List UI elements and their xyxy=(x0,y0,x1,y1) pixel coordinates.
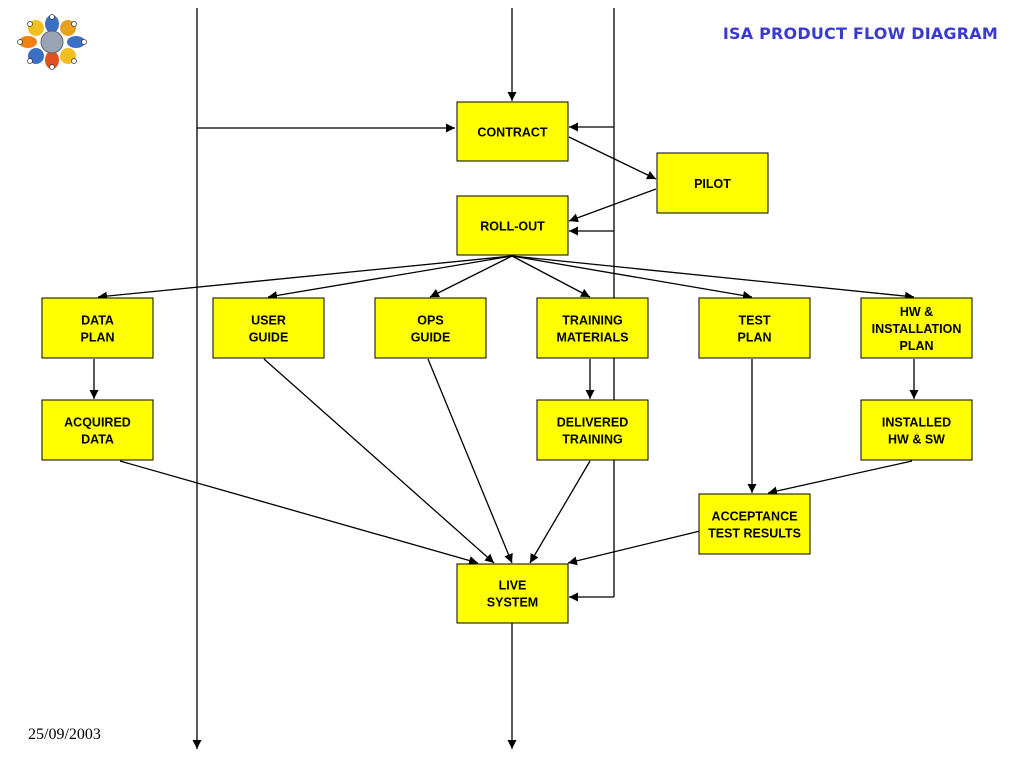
pilot-box: PILOT xyxy=(656,152,769,214)
box-label: MATERIALS xyxy=(557,331,629,345)
hw-installation-plan-box: HW & INSTALLATION PLAN xyxy=(860,297,973,359)
box-label: OPS xyxy=(417,314,443,328)
pilot-to-rollout-arrow xyxy=(568,188,657,223)
box-label: GUIDE xyxy=(249,331,289,345)
box-label: DATA xyxy=(81,433,114,447)
box-label: DATA xyxy=(81,314,114,328)
box-label: TRAINING xyxy=(562,314,622,328)
delivered-training-box: DELIVERED TRAINING xyxy=(536,399,649,461)
date-label: 25/09/2003 xyxy=(28,726,101,743)
acquired-data-to-live-system-arrow xyxy=(119,460,479,565)
box-label: INSTALLED xyxy=(882,416,951,430)
box-label: DELIVERED xyxy=(557,416,629,430)
ops-guide-box: OPS GUIDE xyxy=(374,297,487,359)
box-label: TEST xyxy=(739,314,771,328)
installed-to-acceptance-arrow xyxy=(767,460,913,496)
rollout-to-test-plan-arrow xyxy=(511,255,753,300)
box-label: SYSTEM xyxy=(487,596,538,610)
acceptance-to-live-system-arrow xyxy=(567,530,701,566)
delivered-training-to-live-system-arrow xyxy=(529,460,591,564)
box-label: PILOT xyxy=(694,177,731,191)
rollout-to-ops-guide-arrow xyxy=(429,255,513,298)
ops-guide-to-live-system-arrow xyxy=(427,358,513,564)
page-title: ISA PRODUCT FLOW DIAGRAM xyxy=(722,24,998,43)
acceptance-test-results-box: ACCEPTANCE TEST RESULTS xyxy=(698,493,811,555)
logo-icon xyxy=(16,14,88,75)
box-label: ACQUIRED xyxy=(64,416,131,430)
acquired-data-box: ACQUIRED DATA xyxy=(41,399,154,461)
box-label: TRAINING xyxy=(562,433,622,447)
rollout-to-user-guide-arrow xyxy=(267,255,513,300)
box-label: LIVE xyxy=(499,579,527,593)
box-label: HW & xyxy=(900,305,933,319)
rollout-to-data-plan-arrow xyxy=(97,255,513,301)
box-label: GUIDE xyxy=(411,331,451,345)
training-materials-box: TRAINING MATERIALS xyxy=(536,297,649,359)
box-label: ACCEPTANCE xyxy=(712,510,798,524)
rollout-to-hw-installation-plan-arrow xyxy=(511,255,915,301)
box-label: USER xyxy=(251,314,286,328)
box-label: INSTALLATION xyxy=(872,322,962,336)
box-label: HW & SW xyxy=(888,433,945,447)
live-system-box: LIVE SYSTEM xyxy=(456,563,569,624)
box-label: PLAN xyxy=(80,331,114,345)
box-label: PLAN xyxy=(899,339,933,353)
contract-box: CONTRACT xyxy=(456,101,569,162)
user-guide-box: USER GUIDE xyxy=(212,297,325,359)
installed-hw-sw-box: INSTALLED HW & SW xyxy=(860,399,973,461)
rollout-to-training-materials-arrow xyxy=(511,255,591,298)
box-label: TEST RESULTS xyxy=(708,527,801,541)
box-label: ROLL-OUT xyxy=(480,220,545,234)
rollout-box: ROLL-OUT xyxy=(456,195,569,256)
test-plan-box: TEST PLAN xyxy=(698,297,811,359)
user-guide-to-live-system-arrow xyxy=(263,358,495,564)
contract-to-pilot-arrow xyxy=(568,136,657,180)
box-label: PLAN xyxy=(737,331,771,345)
data-plan-box: DATA PLAN xyxy=(41,297,154,359)
box-label: CONTRACT xyxy=(477,126,547,140)
